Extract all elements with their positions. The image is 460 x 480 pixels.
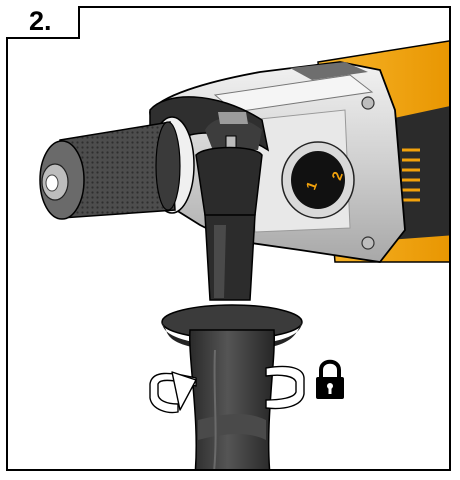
step-number: 2.	[6, 6, 80, 39]
keyless-chuck	[39, 121, 181, 220]
auxiliary-handle	[161, 146, 303, 469]
mode-selector-dial: 1 2	[281, 141, 355, 219]
rotate-arrow-icon	[149, 365, 305, 414]
padlock-icon	[316, 359, 344, 399]
